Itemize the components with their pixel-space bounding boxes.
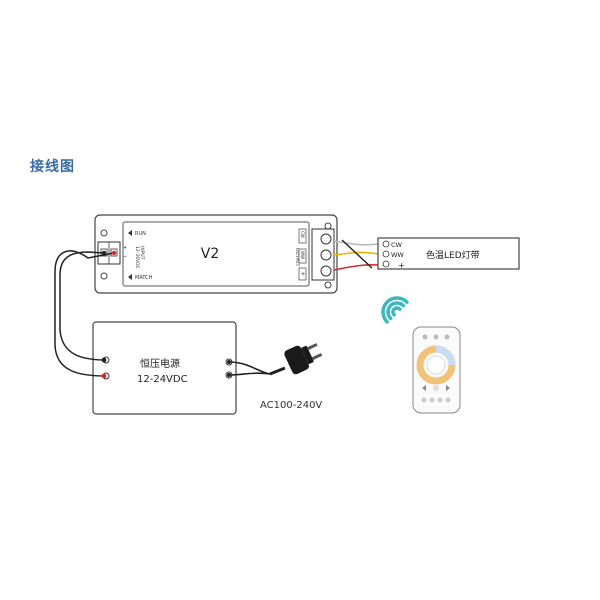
- led-pad: [382, 250, 390, 258]
- controller-model-label: V2: [201, 246, 219, 262]
- power-supply: 恒压电源 12-24VDC AC100-240V: [92, 321, 322, 415]
- led-channel-cw: CW: [391, 241, 403, 249]
- controller: V2 RUN MATCH INPUT 12-36VDC + − OUTPUT C…: [94, 214, 338, 294]
- diagram-heading: 接线图: [30, 159, 75, 175]
- power-supply-spec: 12-24VDC: [137, 374, 188, 385]
- output-wires: [333, 239, 379, 271]
- run-label: RUN: [135, 231, 146, 237]
- remote-bottom-button: [445, 397, 451, 403]
- ac-wire: [230, 372, 271, 376]
- ctrl-input-neg-dot: [101, 250, 107, 256]
- output-label: OUTPUT: [294, 248, 300, 267]
- led-strip: CW WW + 色温LED灯带: [377, 237, 520, 270]
- wifi-icon: [381, 296, 409, 324]
- dc-pos-dot: [101, 373, 107, 379]
- ac-wire: [230, 361, 271, 375]
- mount-hole: [100, 272, 108, 280]
- remote-left-icon: [422, 385, 426, 391]
- match-label: MATCH: [135, 275, 153, 281]
- led-strip-body: [377, 237, 520, 270]
- remote-control-icon: [412, 326, 461, 414]
- ac-cable: [227, 343, 323, 377]
- ac-input-label: AC100-240V: [260, 400, 322, 411]
- wire-cw: [333, 240, 379, 246]
- mount-hole: [324, 281, 332, 289]
- plug-body: [284, 345, 309, 375]
- power-supply-title: 恒压电源: [140, 357, 180, 370]
- output-screw: [320, 249, 332, 261]
- remote-center: [426, 355, 446, 375]
- out-channel-plus-label: +: [301, 271, 306, 278]
- led-channel-plus: +: [398, 261, 405, 270]
- remote-bottom-button: [437, 397, 443, 403]
- mount-hole: [100, 229, 108, 237]
- wire-sheath: [341, 239, 373, 269]
- output-terminal: [311, 228, 335, 281]
- match-indicator-icon: [128, 274, 132, 280]
- dc-wires: [54, 250, 117, 379]
- controller-inner-panel: [122, 221, 310, 287]
- power-supply-body: [92, 321, 237, 415]
- remote-bottom-button: [421, 397, 427, 403]
- ac-dot: [227, 360, 231, 364]
- input-plus-sign: +: [123, 245, 127, 251]
- led-pad: [382, 240, 390, 248]
- led-pad: [382, 260, 390, 268]
- wire-dc-positive: [54, 250, 115, 377]
- power-plug-icon: [284, 343, 323, 375]
- remote-temp-ring-cool: [435, 345, 456, 366]
- ac-dot: [227, 373, 231, 377]
- out-channel-ww-label: WW: [300, 251, 305, 259]
- input-label: INPUT: [139, 246, 145, 260]
- remote-top-button: [433, 334, 439, 340]
- input-minus-sign: −: [123, 254, 127, 260]
- plug-prong: [311, 353, 323, 360]
- dc-neg-dot: [101, 357, 107, 363]
- wire-dc-negative: [59, 251, 107, 361]
- out-channel-plus-box: [298, 267, 307, 281]
- ac-cord: [269, 366, 286, 376]
- remote-right-icon: [446, 385, 450, 391]
- output-screw: [320, 233, 332, 245]
- run-indicator-icon: [128, 230, 132, 236]
- terminal-screw: [110, 248, 118, 257]
- ctrl-input-pos-dot: [111, 250, 117, 256]
- remote-top-button: [422, 334, 428, 340]
- led-strip-label: 色温LED灯带: [426, 249, 480, 261]
- led-channel-ww: WW: [391, 251, 404, 259]
- out-channel-cw-box: [298, 228, 307, 244]
- remote-top-button: [444, 334, 450, 340]
- out-channel-ww-box: [298, 248, 307, 264]
- plug-prong: [307, 343, 318, 351]
- input-range-label: 12-36VDC: [134, 246, 140, 269]
- out-channel-cw-label: CW: [300, 231, 305, 238]
- remote-bottom-button: [429, 397, 435, 403]
- plug-head: [301, 345, 314, 365]
- input-terminal: + −: [97, 241, 127, 265]
- wire-plus: [333, 264, 379, 271]
- output-screw: [320, 265, 332, 277]
- remote-center-button: [433, 385, 439, 391]
